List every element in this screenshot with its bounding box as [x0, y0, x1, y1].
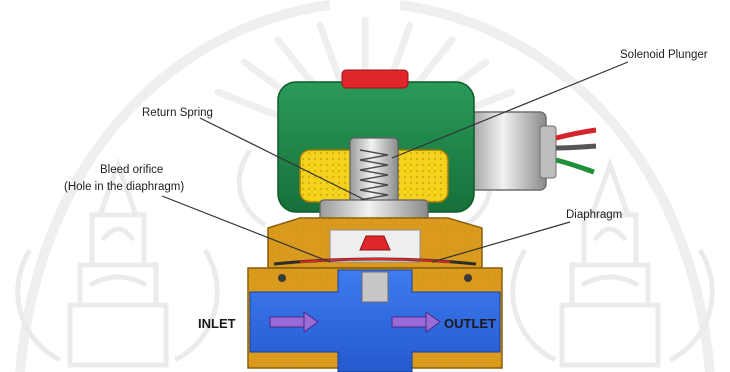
valve-assembly — [248, 70, 596, 372]
bolt-left — [278, 274, 286, 282]
watermark-temple-right — [513, 165, 712, 365]
cable-housing — [468, 112, 596, 190]
center-divider — [362, 272, 388, 302]
label-bleed-orifice-line1: Bleed orifice — [100, 164, 163, 176]
wire-green — [556, 160, 594, 172]
watermark-temple-left — [18, 165, 217, 365]
label-solenoid-plunger: Solenoid Plunger — [620, 49, 708, 61]
bolt-right — [464, 274, 472, 282]
label-bleed-orifice-line2: (Hole in the diaphragm) — [64, 181, 184, 193]
label-inlet: INLET — [198, 316, 236, 331]
top-knob — [342, 70, 408, 88]
wire-red — [556, 130, 596, 138]
wire-gray — [556, 146, 596, 148]
label-diaphragm: Diaphragm — [566, 209, 622, 221]
label-return-spring: Return Spring — [142, 107, 213, 119]
label-outlet: OUTLET — [444, 316, 496, 331]
